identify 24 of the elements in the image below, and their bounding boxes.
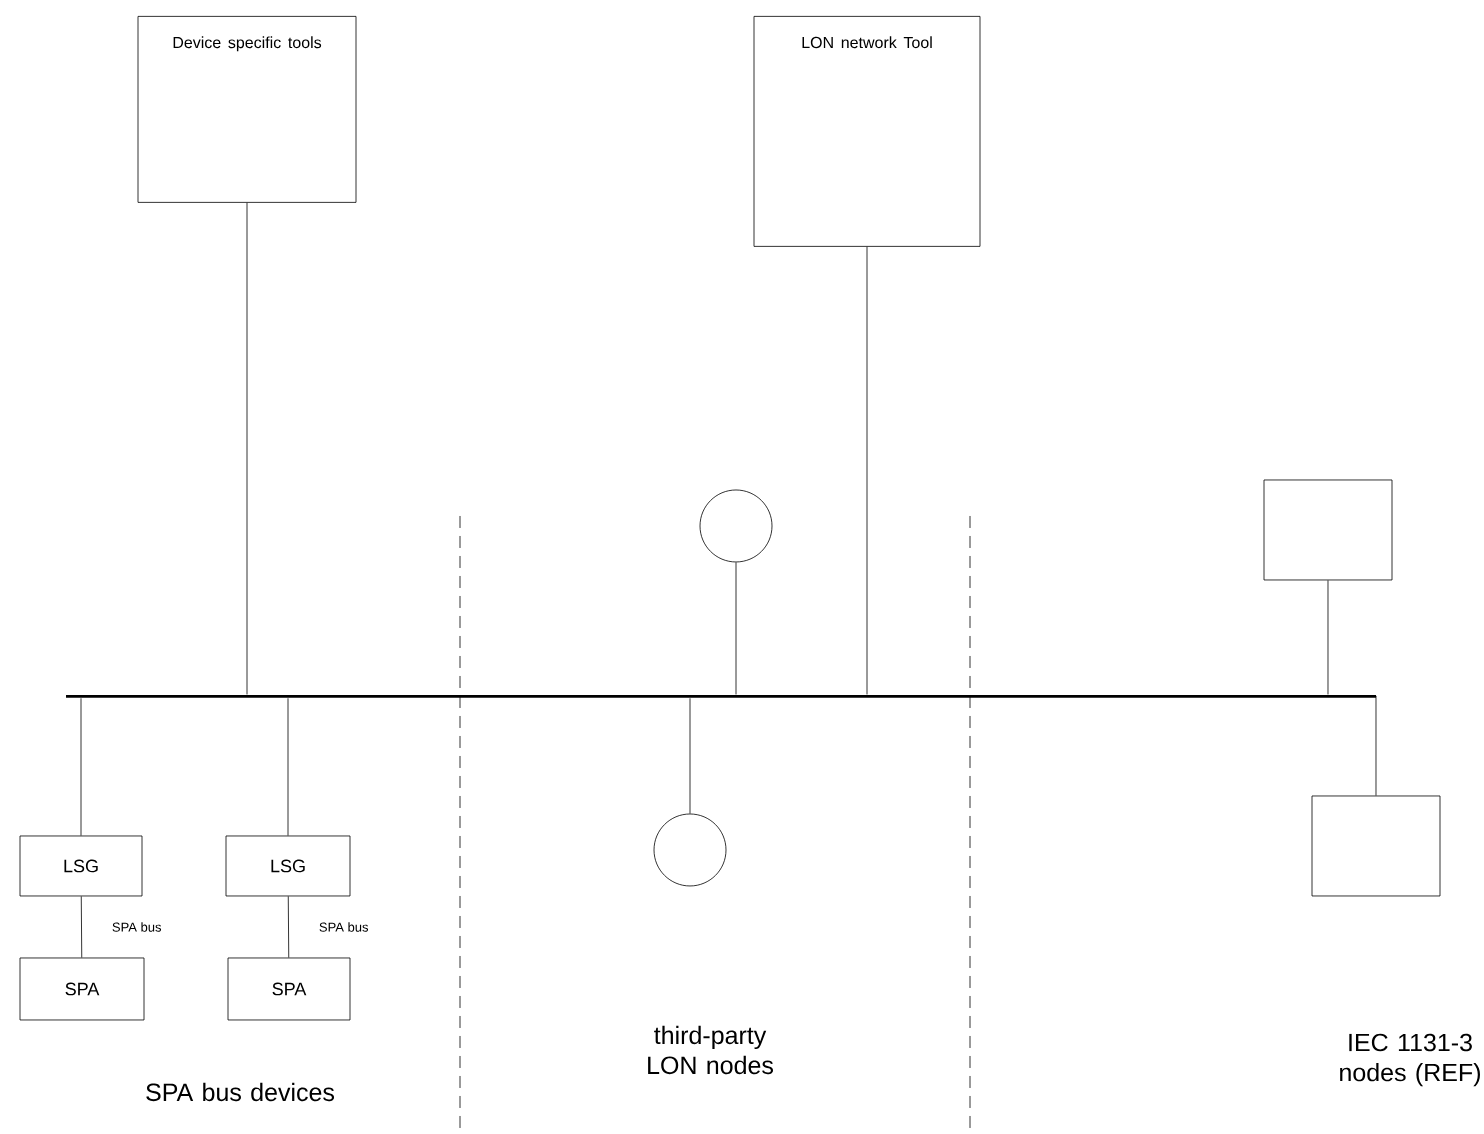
- tool-box: Device specific tools: [137, 15, 357, 203]
- node-box: [1311, 795, 1441, 897]
- connector-line: [80, 895, 83, 958]
- connector-line: [287, 895, 290, 958]
- device-box: LSG: [225, 835, 351, 897]
- connector-line: [287, 697, 289, 836]
- group-label: SPA bus devices: [146, 1082, 335, 1102]
- node-box: [1263, 479, 1393, 581]
- node-circle: [699, 489, 773, 563]
- device-box: LSG: [19, 835, 143, 897]
- connector-line: [689, 697, 691, 814]
- node-circle: [653, 813, 727, 887]
- device-box: SPA: [227, 957, 351, 1021]
- connector-line: [1327, 579, 1329, 695]
- connector-line: [735, 562, 737, 695]
- connector-line: [80, 697, 82, 836]
- bus-line: [66, 694, 1376, 698]
- connector-line: [866, 246, 868, 695]
- group-label: IEC 1131-3 nodes (REF): [1340, 1033, 1480, 1087]
- connector-line: [1375, 695, 1377, 796]
- tool-box: LON network Tool: [753, 15, 981, 247]
- connector-line: [246, 202, 248, 695]
- device-box: SPA: [19, 957, 145, 1021]
- group-label: third-party LON nodes: [648, 1025, 773, 1075]
